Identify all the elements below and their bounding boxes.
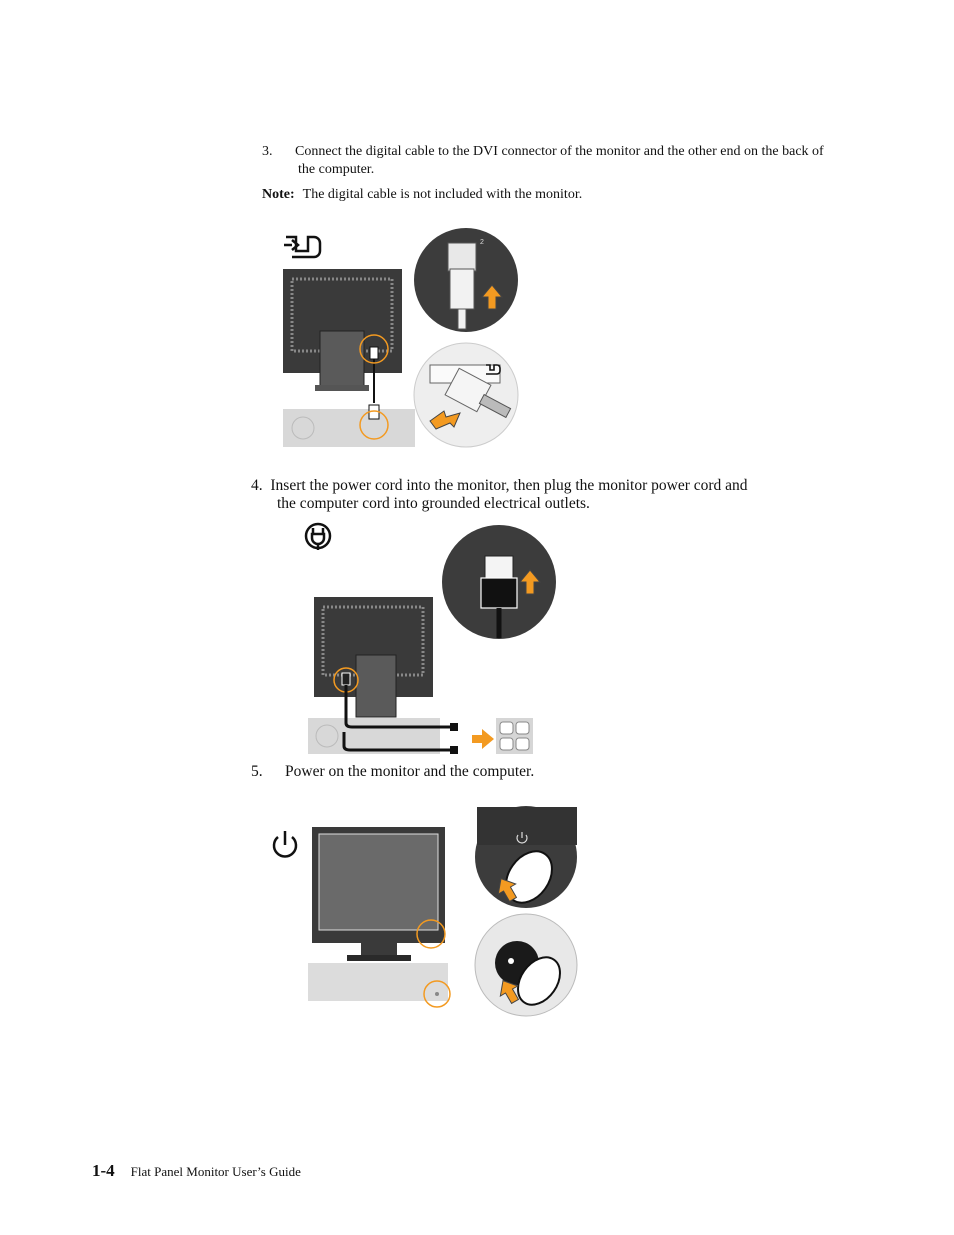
guide-title: Flat Panel Monitor User’s Guide — [130, 1164, 301, 1179]
power-plug-icon — [304, 522, 332, 550]
note: Note: The digital cable is not included w… — [262, 187, 582, 203]
step-4-text-line2: the computer cord into grounded electric… — [277, 495, 590, 512]
power-button-icon — [272, 831, 298, 858]
note-text: The digital cable is not included with t… — [302, 187, 583, 202]
dvi-connector-icon — [284, 235, 322, 259]
step-3: 3. Connect the digital cable to the DVI c… — [262, 143, 902, 179]
computer-case — [283, 409, 415, 447]
computer-case — [308, 718, 440, 754]
step-4-number: 4. — [251, 477, 263, 494]
step-5-number: 5. — [251, 763, 263, 780]
step-5: 5. Power on the monitor and the computer. — [251, 763, 534, 781]
step-3-text-line1: Connect the digital cable to the DVI con… — [295, 144, 824, 159]
note-label: Note: — [262, 187, 295, 202]
step-4-text-line1: Insert the power cord into the monitor, … — [270, 477, 748, 494]
step-3-text-line2: the computer. — [298, 162, 375, 177]
figure-power-on — [272, 806, 578, 1017]
figure-dvi-connection: 2 — [283, 228, 519, 448]
step-5-text: Power on the monitor and the computer. — [285, 763, 535, 780]
figure-power-connection — [304, 522, 556, 754]
page-number: 1-4 — [92, 1161, 115, 1180]
step-3-number: 3. — [262, 144, 273, 159]
step-4: 4. Insert the power cord into the monito… — [251, 477, 836, 513]
port-label: 2 — [480, 239, 484, 246]
page-footer: 1-4 Flat Panel Monitor User’s Guide — [92, 1161, 301, 1181]
computer-case — [308, 963, 448, 1001]
